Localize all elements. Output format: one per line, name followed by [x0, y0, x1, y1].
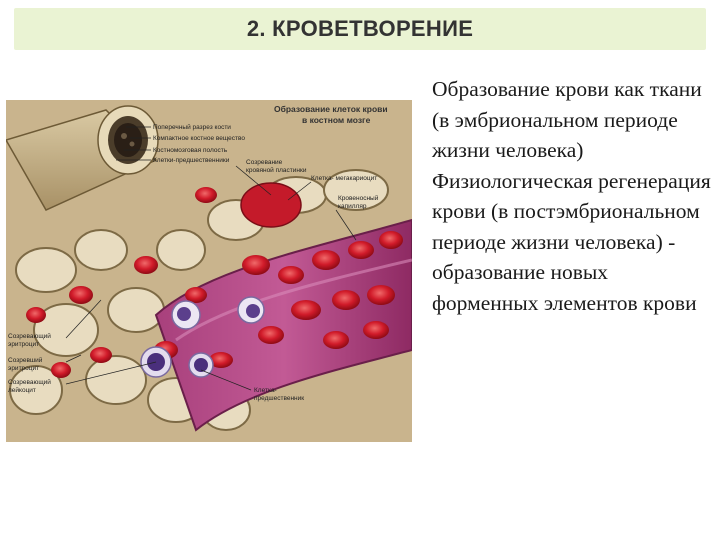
label-maturing-erythrocyte-1: Созревающий	[8, 332, 51, 340]
label-mature-erythrocyte-2: эритроцит	[8, 365, 39, 372]
label-marrow-cavity: Костномозговая полость	[153, 147, 228, 154]
label-progenitor-cells: Клетки-предшественники	[153, 157, 230, 164]
label-mature-erythrocyte-1: Созревший	[8, 356, 43, 364]
label-cross-section: Поперечный разрез кости	[153, 123, 231, 131]
red-blood-cells	[26, 187, 403, 378]
figure-title-line1: Образование клеток крови	[274, 104, 388, 114]
slide-title: 2. КРОВЕТВОРЕНИЕ	[246, 16, 474, 41]
label-maturation: Созревание	[246, 159, 283, 166]
label-platelet: кровяной пластинки	[246, 166, 307, 174]
bone-shaft	[6, 105, 159, 211]
bone-marrow-svg: Образование клеток крови в костном мозге…	[6, 100, 412, 442]
label-maturing-leukocyte-1: Созревающий	[8, 378, 51, 386]
label-blood-vessel-2: капилляр	[338, 203, 367, 210]
label-progenitor-1: Клетка-	[254, 387, 277, 394]
figure-title-line2: в костном мозге	[302, 115, 371, 125]
title-bar: 2. КРОВЕТВОРЕНИЕ	[14, 8, 706, 50]
label-blood-vessel-1: Кровеносный	[338, 194, 379, 202]
label-progenitor-2: предшественник	[254, 395, 304, 402]
label-maturing-erythrocyte-2: эритроцит	[8, 341, 39, 348]
bone-marrow-illustration: Образование клеток крови в костном мозге…	[6, 100, 412, 442]
megakaryocyte	[240, 182, 302, 228]
label-compact-bone: Компактное костное вещество	[153, 135, 245, 142]
label-megakaryocyte: Клетка- мегакариоцит	[311, 175, 377, 182]
slide-body-text: Образование крови как ткани (в эмбрионал…	[432, 77, 711, 315]
label-maturing-leukocyte-2: лейкоцит	[8, 386, 36, 394]
